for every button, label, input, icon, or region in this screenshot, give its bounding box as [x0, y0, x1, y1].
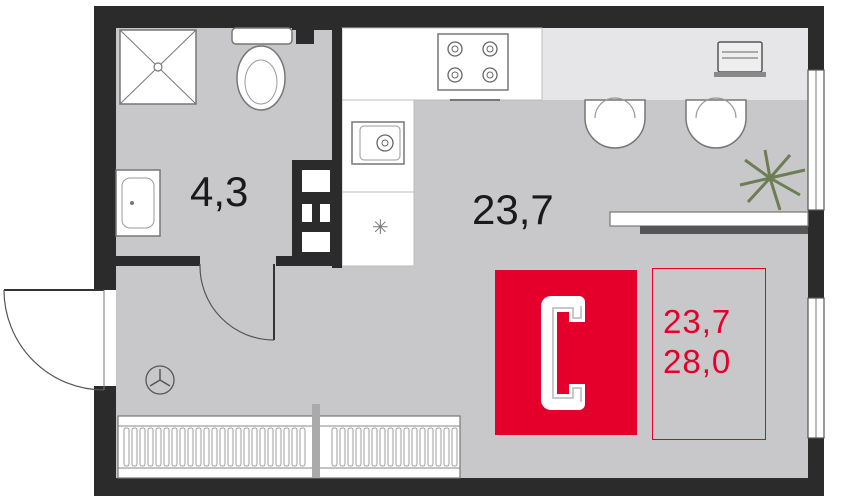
radiator-bar — [227, 427, 234, 467]
kitchen-sink-icon — [351, 121, 405, 165]
shaft-cell — [302, 204, 312, 222]
wardrobe-icon — [609, 211, 809, 234]
radiator-bar — [243, 427, 250, 467]
bathroom-area-label: 4,3 — [190, 168, 249, 215]
shaft-cell — [302, 170, 330, 192]
radiator-bar — [427, 427, 434, 467]
radiator-bar — [203, 427, 210, 467]
main-room-area-label: 23,7 — [472, 186, 554, 233]
plant-icon — [739, 149, 806, 211]
radiator-bar — [355, 427, 362, 467]
fan-icon — [145, 365, 175, 395]
radiator-bar — [387, 427, 394, 467]
radiator-bar — [251, 427, 258, 467]
toilet-icon — [231, 27, 293, 111]
radiator-bar — [211, 427, 218, 467]
window-right-top — [807, 69, 825, 211]
radiator-bar — [147, 427, 154, 467]
radiator-bar — [379, 427, 386, 467]
radiator-bar — [139, 427, 146, 467]
radiator-bar — [219, 427, 226, 467]
radiator-bar — [163, 427, 170, 467]
washbasin-icon — [115, 169, 161, 237]
living-area-value: 23,7 — [663, 303, 732, 340]
stove-icon — [437, 33, 509, 101]
radiator-bar — [435, 427, 442, 467]
radiator-bar — [283, 427, 290, 467]
radiator-bar — [363, 427, 370, 467]
bathroom-wall-bottom — [116, 256, 200, 266]
radiator-bar — [131, 427, 138, 467]
bathroom-wall-right — [292, 28, 342, 30]
radiator-bars — [123, 427, 458, 467]
fridge-counter — [341, 191, 415, 267]
radiator-bar — [179, 427, 186, 467]
radiator-bar — [403, 427, 410, 467]
entrance-door — [3, 289, 116, 391]
radiator-bar — [419, 427, 426, 467]
radiator-bar — [291, 427, 298, 467]
radiator-bar — [395, 427, 402, 467]
radiator-bar — [155, 427, 162, 467]
bathroom-door — [199, 263, 275, 341]
radiator-bar — [171, 427, 178, 467]
apartment-type-badge: C — [495, 270, 637, 435]
radiator-bar — [411, 427, 418, 467]
radiator-bar — [195, 427, 202, 467]
radiator-bar — [443, 427, 450, 467]
shaft-cell — [320, 204, 330, 222]
radiator-bar — [299, 427, 306, 467]
radiator-bar — [347, 427, 354, 467]
fridge-icon: ✳ — [372, 215, 389, 239]
radiator-bar — [259, 427, 266, 467]
radiator-bar — [371, 427, 378, 467]
radiator-bar — [235, 427, 242, 467]
total-area-value: 28,0 — [663, 343, 732, 380]
radiator-bar — [451, 427, 458, 467]
badge-graphic — [495, 270, 637, 435]
radiator-bar — [187, 427, 194, 467]
area-summary-box: 23,7 28,0 — [652, 268, 766, 440]
shaft-cell — [302, 232, 330, 252]
radiator-bar — [123, 427, 130, 467]
bathroom-wall-vertical — [332, 28, 342, 268]
radiator-bar — [267, 427, 274, 467]
laptop-icon — [714, 41, 766, 77]
window-right-bottom — [807, 297, 825, 439]
radiator-bar — [331, 427, 338, 467]
wall-notch — [296, 28, 314, 44]
chair-icon — [584, 97, 646, 149]
radiator-bar — [275, 427, 282, 467]
radiator-bar — [339, 427, 346, 467]
chair-icon — [685, 97, 747, 149]
